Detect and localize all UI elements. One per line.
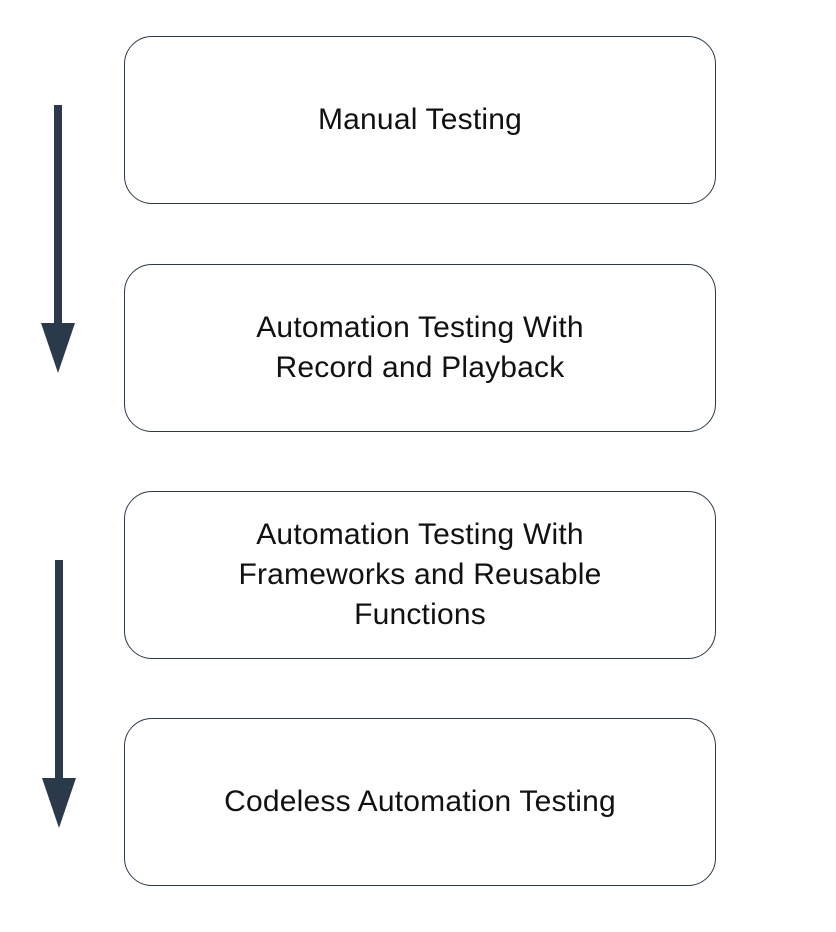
stage-label: Codeless Automation Testing [224, 785, 616, 818]
stage-label: Manual Testing [317, 103, 523, 136]
stage-box-manual-testing: Manual Testing [124, 36, 716, 204]
stage-box-frameworks-and-reusable-functions: Automation Testing With Frameworks and R… [124, 491, 716, 659]
down-arrow-icon [41, 105, 75, 373]
arrow-head [41, 323, 75, 373]
down-arrow-icon [42, 560, 76, 828]
stage-label: Automation Testing With Frameworks and R… [238, 518, 602, 631]
arrow-shaft [54, 105, 62, 327]
arrow-head [42, 778, 76, 828]
arrow-shaft [55, 560, 63, 782]
stage-box-codeless-automation-testing: Codeless Automation Testing [124, 718, 716, 886]
stage-box-record-and-playback: Automation Testing With Record and Playb… [124, 264, 716, 432]
stage-label: Automation Testing With Record and Playb… [256, 311, 584, 384]
